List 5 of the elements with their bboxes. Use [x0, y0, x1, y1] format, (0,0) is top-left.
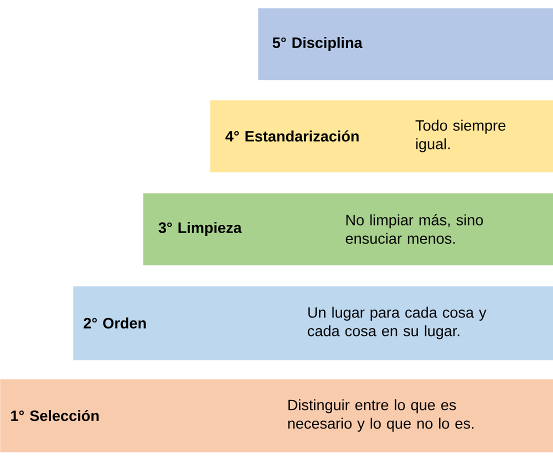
step-bar: 1° Selección Distinguir entre lo que es necesario y lo que no lo es. — [0, 379, 553, 452]
step-bar: 5° Disciplina — [258, 8, 553, 80]
step-bar: 4° Estandarización Todo siempre igual. — [210, 100, 553, 172]
step-bar: 2° Orden Un lugar para cada cosa y cada cosa en su lugar. — [73, 286, 553, 360]
step-bar: 3° Limpieza No limpiar más, sino ensuciar menos. — [143, 193, 553, 266]
